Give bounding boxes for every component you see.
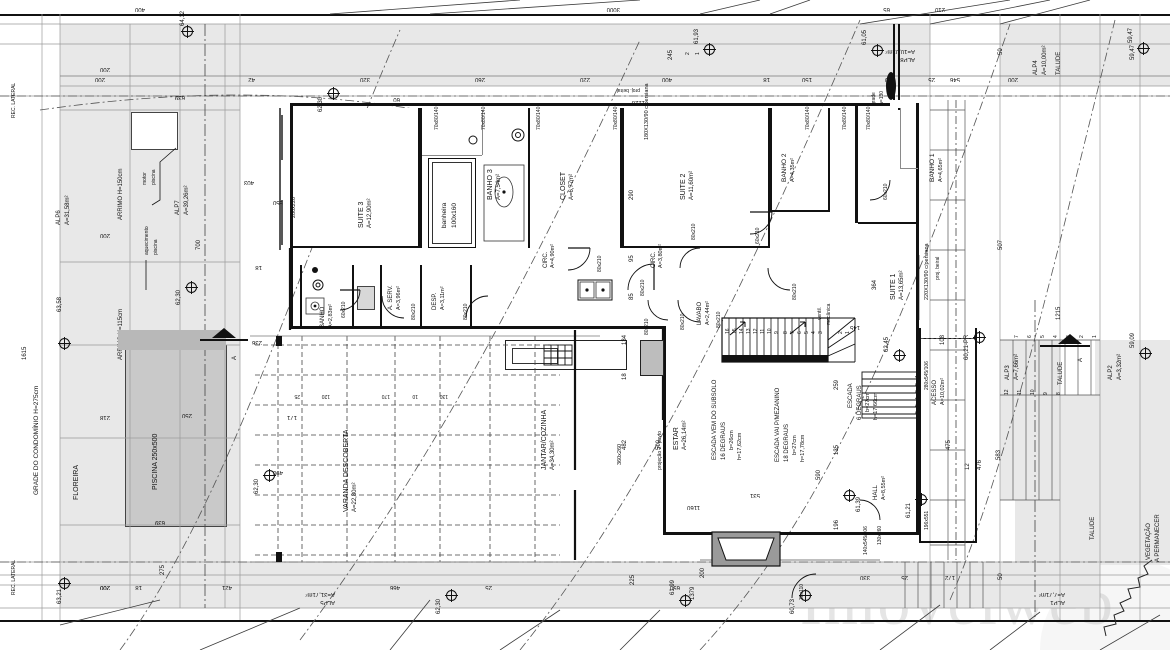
wall-suite2-left — [622, 108, 624, 248]
label-section-a-right: A — [1078, 357, 1084, 362]
wall-banho-small-l — [300, 265, 302, 327]
wall-suite1-top — [858, 222, 918, 224]
bathtub-inner — [432, 162, 472, 244]
wall-closet-right — [620, 108, 622, 248]
wall-suite3-bottom — [293, 246, 420, 248]
wall-banho3-right — [528, 108, 530, 248]
motor-piscina-box — [131, 112, 178, 150]
room-suite-3 — [295, 108, 420, 248]
wall-banho1-left — [898, 108, 900, 110]
house-wall-left — [290, 103, 293, 328]
wall-banho2-left — [770, 108, 772, 212]
lot-area-right-alp2 — [1095, 340, 1170, 395]
shaft-box-2 — [118, 330, 226, 350]
wall-suite3-right — [418, 108, 420, 248]
wall-banho-small-r — [352, 265, 354, 327]
pool-fill — [125, 345, 227, 527]
banho1-div — [900, 108, 901, 168]
house-wall-left-low — [663, 328, 666, 535]
wall-suite2-bottom — [624, 246, 770, 248]
house-wall-mid-h — [290, 326, 666, 329]
house-wall-top — [290, 103, 890, 106]
frame-bottom — [0, 620, 1170, 622]
wall-acesso-right — [975, 328, 977, 543]
wall-desp-r — [470, 265, 472, 327]
lot-area-right-alp3 — [1000, 340, 1060, 500]
banho3-div — [422, 155, 482, 156]
wall-banho2-bot — [770, 210, 830, 212]
appliance-box — [357, 286, 375, 310]
house-wall-right-upper — [855, 103, 858, 223]
wall-suite2-right — [768, 108, 770, 248]
shaft-box-1 — [640, 340, 664, 376]
wall-aserv-r — [420, 265, 422, 327]
frame-top — [0, 14, 1170, 16]
wall-aserv-l — [380, 265, 382, 327]
wall-acesso-left — [919, 328, 921, 543]
banho3-div2 — [482, 110, 483, 155]
banho1-div2 — [900, 168, 918, 169]
wall-banho3-left — [420, 108, 422, 248]
house-wall-bottom — [663, 532, 919, 535]
wall-banho2-right — [828, 108, 830, 212]
